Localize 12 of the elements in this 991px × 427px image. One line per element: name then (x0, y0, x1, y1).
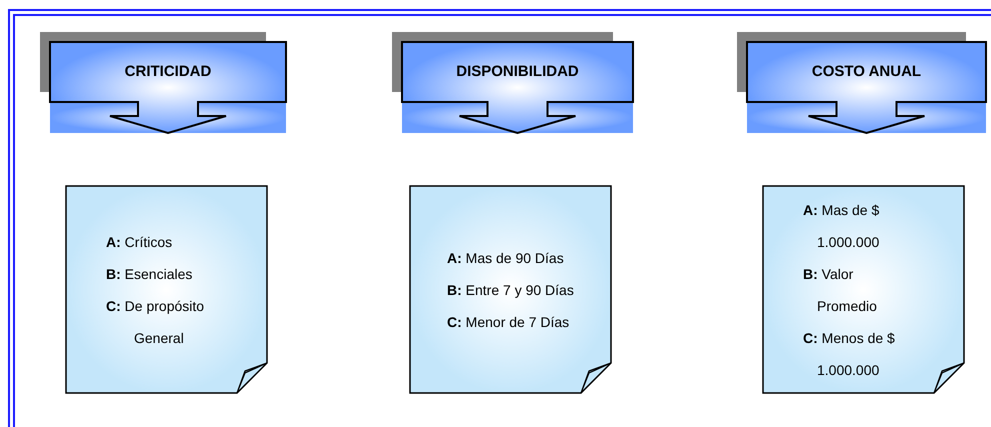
list-item: C: De propósito General (106, 296, 206, 348)
category-heading: CRITICIDAD (124, 62, 212, 82)
list-item: A: Críticos (106, 232, 174, 252)
list-item: A: Mas de $ 1.000.000 (803, 200, 880, 252)
list-item: A: Mas de 90 Días (447, 248, 565, 268)
category-heading: DISPONIBILIDAD (455, 62, 580, 82)
list-item: B: Valor Promedio (803, 264, 878, 316)
category-heading: COSTO ANUAL (810, 62, 922, 82)
list-item: B: Entre 7 y 90 Días (447, 280, 575, 300)
list-item: B: Esenciales (106, 264, 194, 284)
list-item: C: Menos de $ 1.000.000 (803, 328, 896, 380)
list-item: C: Menor de 7 Días (447, 312, 570, 332)
